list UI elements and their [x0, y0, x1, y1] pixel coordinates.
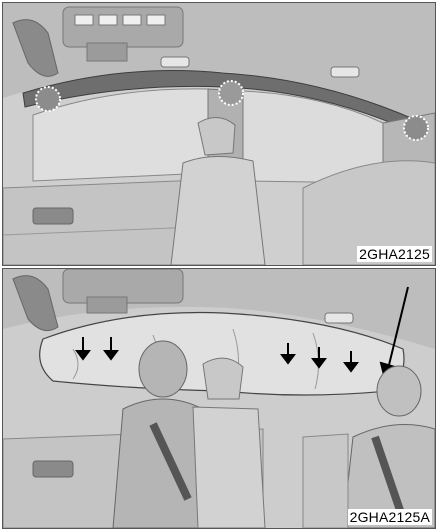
door-handle — [33, 461, 73, 477]
car-interior-drawing — [3, 3, 435, 265]
airbag-location-marker — [404, 116, 428, 140]
figure-code-label: 2GHA2125A — [348, 509, 432, 525]
deployed-airbag-drawing — [3, 269, 435, 528]
grab-handle — [161, 57, 189, 67]
front-seat — [171, 156, 265, 265]
figure-code-label: 2GHA2125 — [357, 246, 432, 262]
rear-seat — [303, 434, 348, 528]
airbag-location-marker — [36, 87, 60, 111]
figure-curtain-airbag-deployed: 2GHA2125A — [2, 268, 436, 529]
overhead-console — [63, 7, 183, 47]
airbag-location-marker — [219, 81, 243, 105]
grab-handle — [325, 313, 353, 323]
door-handle — [33, 208, 73, 224]
figure-curtain-airbag-locations: 2GHA2125 — [2, 2, 436, 266]
front-seat — [193, 407, 265, 528]
grab-handle — [331, 67, 359, 77]
headrest — [203, 358, 243, 399]
headrest — [198, 117, 235, 155]
